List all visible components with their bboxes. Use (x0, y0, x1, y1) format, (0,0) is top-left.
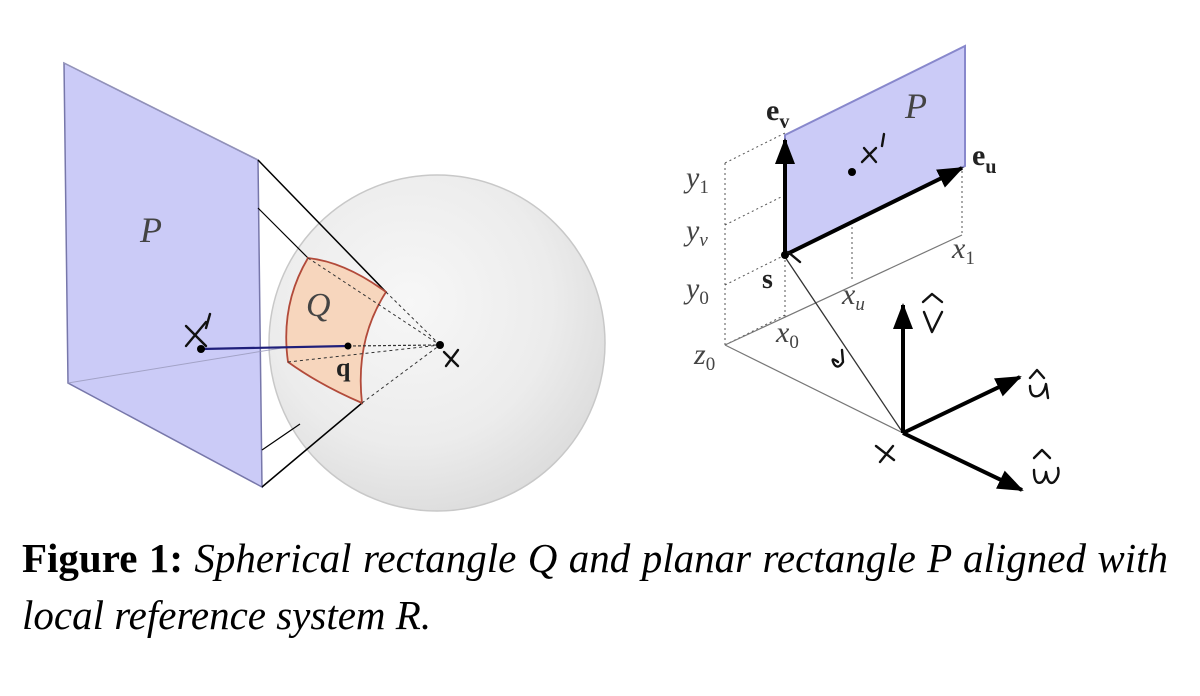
point-q-label: q (336, 353, 351, 382)
label-x0: x0 (775, 316, 799, 353)
left-panel: P Q q (63, 61, 606, 512)
caption-label: Figure 1: (22, 535, 183, 581)
label-y1: y1 (683, 161, 709, 198)
figure-caption: Figure 1: Spherical rectangle Q and plan… (22, 530, 1168, 644)
figure-illustration: P Q q (63, 44, 1060, 512)
handwritten-s-tick (786, 250, 802, 264)
left-plane-label: P (139, 210, 162, 250)
right-plane-label: P (904, 86, 927, 126)
spherical-rect-label: Q (306, 287, 331, 324)
label-e-v: ev (766, 94, 789, 133)
ray-x-prime-to-q (200, 344, 349, 351)
axis-u-hat (902, 375, 1022, 435)
point-q (344, 342, 352, 350)
point-x-prime (197, 345, 205, 353)
axis-e-u (784, 166, 964, 257)
handwritten-v-hat (921, 292, 944, 334)
handwritten-w-hat (1032, 448, 1060, 485)
handwritten-u-hat (1028, 368, 1050, 400)
corner-s-point (781, 251, 789, 259)
label-yv: yv (683, 214, 708, 251)
handwritten-d-label (831, 348, 845, 368)
label-z0: z0 (693, 338, 715, 375)
planar-rectangle-p (63, 61, 263, 489)
label-x1: x1 (951, 232, 975, 269)
point-x-prime-right (848, 168, 856, 176)
label-y0: y0 (683, 272, 709, 309)
label-s: s (762, 264, 773, 295)
handwritten-x-prime-right (860, 132, 886, 164)
axis-w-hat (902, 431, 1024, 492)
ray-x-to-s (784, 256, 904, 434)
point-x-centre (436, 341, 444, 349)
label-e-u: eu (972, 139, 996, 178)
handwritten-x-prime-left (184, 312, 212, 348)
handwritten-x-centre-left (442, 348, 460, 368)
caption-text: Spherical rectangle Q and planar rectang… (22, 535, 1169, 638)
right-panel: P ev eu s y1 yv y0 z0 x0 xu x1 (683, 44, 1060, 492)
label-xu: xu (841, 278, 865, 315)
handwritten-x-origin (874, 444, 896, 464)
